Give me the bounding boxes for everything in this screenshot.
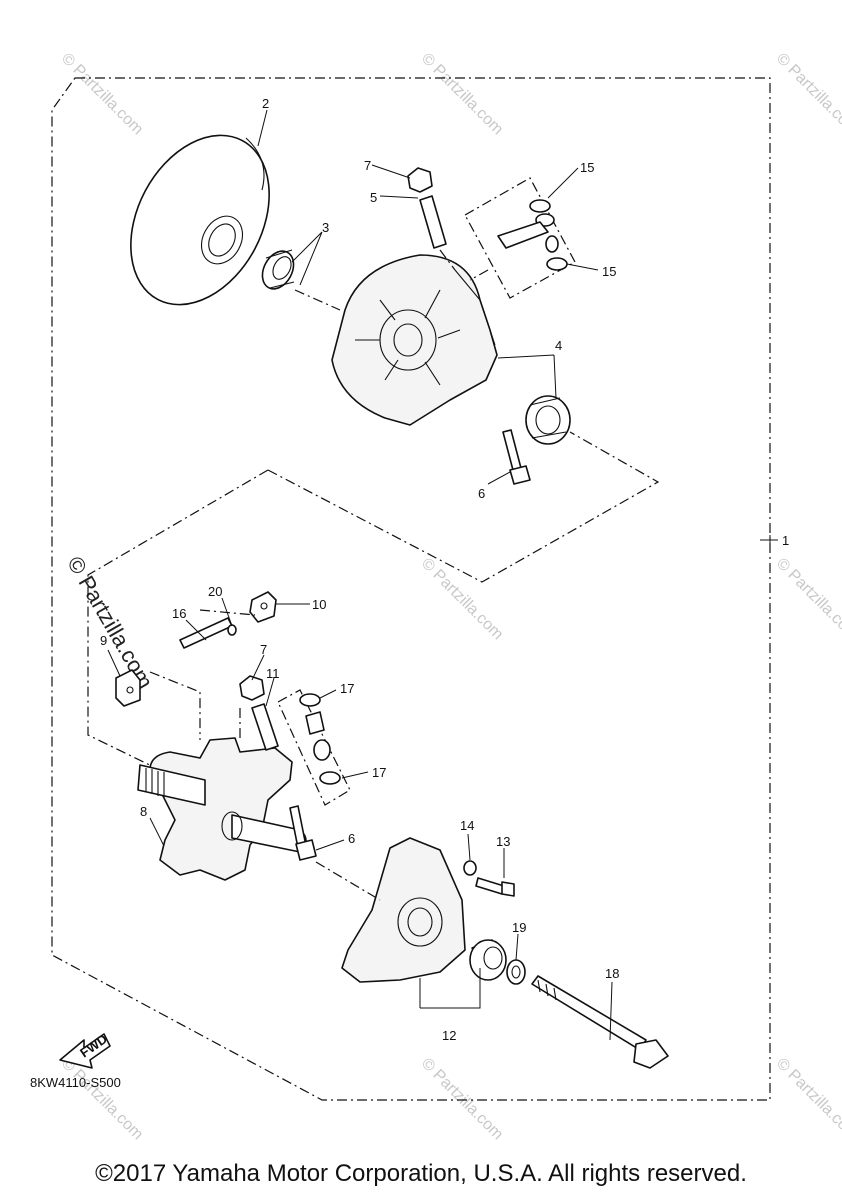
- part-14-washer: [463, 860, 477, 876]
- callout-13: 13: [496, 834, 510, 849]
- part-2-sheave: [130, 134, 270, 306]
- fwd-arrow-icon: FWD: [59, 1031, 111, 1069]
- callout-9: 9: [100, 633, 107, 648]
- callout-16: 16: [172, 606, 186, 621]
- part-6-bolt-top: [502, 429, 531, 485]
- assembly-boundary: [51, 77, 771, 1101]
- part-15-arm: [497, 199, 568, 271]
- part-18-bolt: [531, 975, 669, 1069]
- part-20-ring: [227, 624, 237, 636]
- part-17-rollers: [299, 693, 341, 785]
- callout-14: 14: [460, 818, 474, 833]
- callout-18: 18: [605, 966, 619, 981]
- part-13-bolt: [475, 877, 515, 897]
- callout-7b: 7: [260, 642, 267, 657]
- diagram-code: 8KW4110-S500: [30, 1075, 121, 1090]
- callout-5: 5: [370, 190, 377, 205]
- group-17-box: [277, 689, 351, 806]
- callout-15a: 15: [580, 160, 594, 175]
- part-5-pin: [419, 195, 447, 249]
- group-15-box: [464, 177, 576, 299]
- copyright-notice: ©2017 Yamaha Motor Corporation, U.S.A. A…: [95, 1160, 747, 1187]
- callout-17b: 17: [372, 765, 386, 780]
- callout-12: 12: [442, 1028, 456, 1043]
- part-4-housing: [331, 254, 571, 445]
- part-3-collar: [261, 249, 295, 290]
- callout-2: 2: [262, 96, 269, 111]
- callout-17a: 17: [340, 681, 354, 696]
- part-7-nut-lower: [239, 675, 265, 701]
- callout-15b: 15: [602, 264, 616, 279]
- part-9-block: [115, 669, 141, 707]
- callout-7a: 7: [364, 158, 371, 173]
- callout-19: 19: [512, 920, 526, 935]
- callout-6b: 6: [348, 831, 355, 846]
- part-8-spider: [137, 737, 307, 881]
- callout-20: 20: [208, 584, 222, 599]
- part-12-cover: [341, 837, 507, 983]
- part-19-washer: [506, 959, 526, 985]
- part-7-nut-top: [407, 167, 433, 193]
- callout-1: 1: [782, 533, 789, 548]
- callout-4: 4: [555, 338, 562, 353]
- callout-3: 3: [322, 220, 329, 235]
- callout-6a: 6: [478, 486, 485, 501]
- part-10-block: [249, 591, 277, 623]
- callout-10: 10: [312, 597, 326, 612]
- part-6-bolt-lower: [289, 805, 317, 861]
- connection-path: [87, 431, 660, 771]
- part-11-pin: [251, 703, 279, 751]
- callout-8: 8: [140, 804, 147, 819]
- callout-11: 11: [266, 666, 280, 681]
